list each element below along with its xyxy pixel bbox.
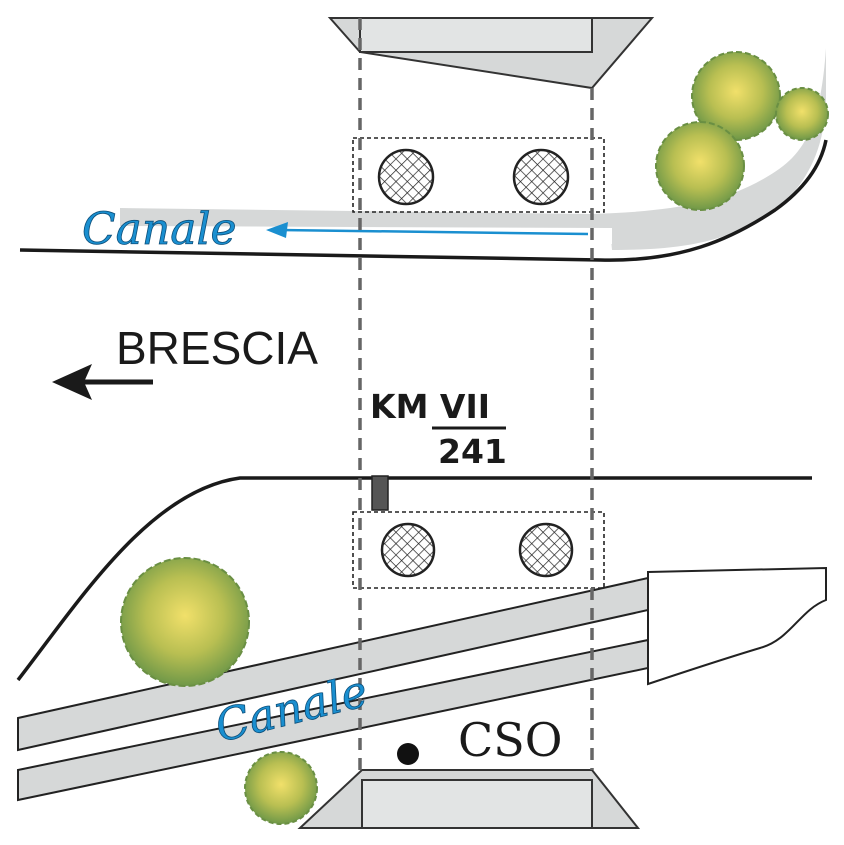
cso-point-icon [397,743,419,765]
manhole-icon [377,148,435,206]
flow-arrow-icon [266,222,589,238]
culvert-box-top [352,137,605,213]
culvert-box-bottom [352,511,605,589]
alignment-lines [358,18,594,770]
bridge-top [327,17,655,90]
manhole-icon [512,148,570,206]
cso-label: CSO [458,713,562,767]
shrub-icon [655,51,829,211]
shrub-icon [120,557,250,687]
km-label-numerator: KM VII [370,387,490,426]
manhole-icon [518,522,574,578]
km-label-denominator: 241 [438,432,507,471]
canal-label-top: Canale [82,204,237,255]
km-marker-post [371,475,389,511]
road-line-middle [16,476,812,682]
direction-arrow-icon [52,364,153,400]
bridge-bottom [297,769,641,829]
manhole-icon [380,522,436,578]
shrub-icon [244,751,318,825]
direction-label: BRESCIA [116,322,318,374]
canal-bottom [17,566,827,802]
road-line-top [19,139,828,262]
